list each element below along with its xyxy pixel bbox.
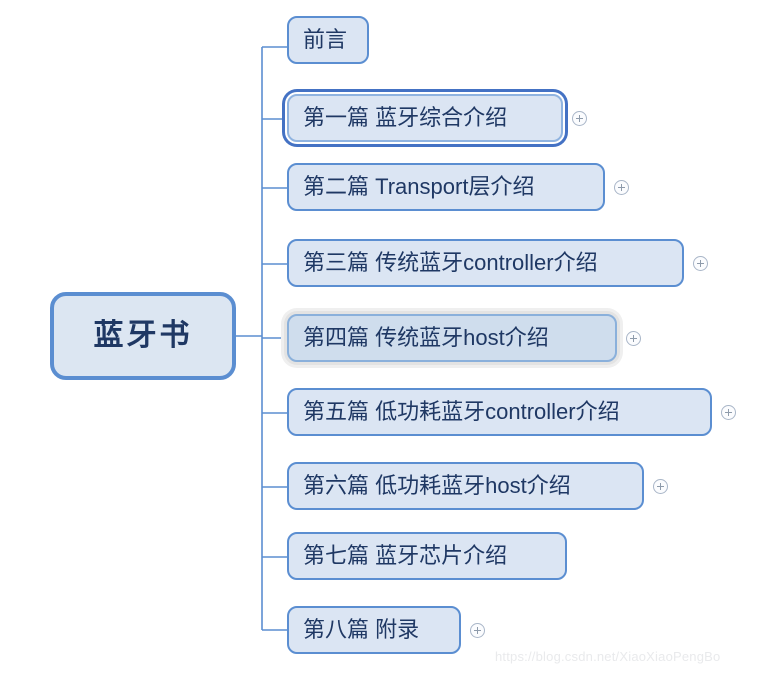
branch-node-label: 第八篇 附录 — [303, 617, 420, 642]
branch-node-label: 第四篇 传统蓝牙host介绍 — [303, 325, 549, 350]
watermark: https://blog.csdn.net/XiaoXiaoPengBo — [495, 649, 721, 664]
branch-node-8[interactable]: 第八篇 附录 — [287, 606, 461, 654]
expand-icon-3[interactable] — [693, 256, 708, 271]
root-node-label: 蓝牙书 — [93, 319, 193, 352]
expand-icon-4[interactable] — [626, 331, 641, 346]
branch-node-2[interactable]: 第二篇 Transport层介绍 — [287, 163, 605, 211]
branch-node-7[interactable]: 第七篇 蓝牙芯片介绍 — [287, 532, 567, 580]
expand-icon-2[interactable] — [614, 180, 629, 195]
expand-icon-1[interactable] — [572, 111, 587, 126]
expand-icon-8[interactable] — [470, 623, 485, 638]
root-node[interactable]: 蓝牙书 — [50, 292, 236, 380]
expand-icon-5[interactable] — [721, 405, 736, 420]
branch-node-label: 第一篇 蓝牙综合介绍 — [303, 105, 508, 130]
branch-node-6[interactable]: 第六篇 低功耗蓝牙host介绍 — [287, 462, 644, 510]
branch-node-1[interactable]: 第一篇 蓝牙综合介绍 — [287, 94, 563, 142]
expand-icon-6[interactable] — [653, 479, 668, 494]
branch-node-label: 第七篇 蓝牙芯片介绍 — [303, 543, 508, 568]
branch-node-label: 第二篇 Transport层介绍 — [303, 174, 535, 199]
branch-node-label: 第五篇 低功耗蓝牙controller介绍 — [303, 399, 620, 424]
branch-node-3[interactable]: 第三篇 传统蓝牙controller介绍 — [287, 239, 684, 287]
branch-node-label: 第三篇 传统蓝牙controller介绍 — [303, 250, 598, 275]
branch-node-4[interactable]: 第四篇 传统蓝牙host介绍 — [287, 314, 617, 362]
branch-node-label: 前言 — [303, 27, 348, 52]
branch-node-0[interactable]: 前言 — [287, 16, 369, 64]
branch-node-label: 第六篇 低功耗蓝牙host介绍 — [303, 473, 571, 498]
branch-node-5[interactable]: 第五篇 低功耗蓝牙controller介绍 — [287, 388, 712, 436]
